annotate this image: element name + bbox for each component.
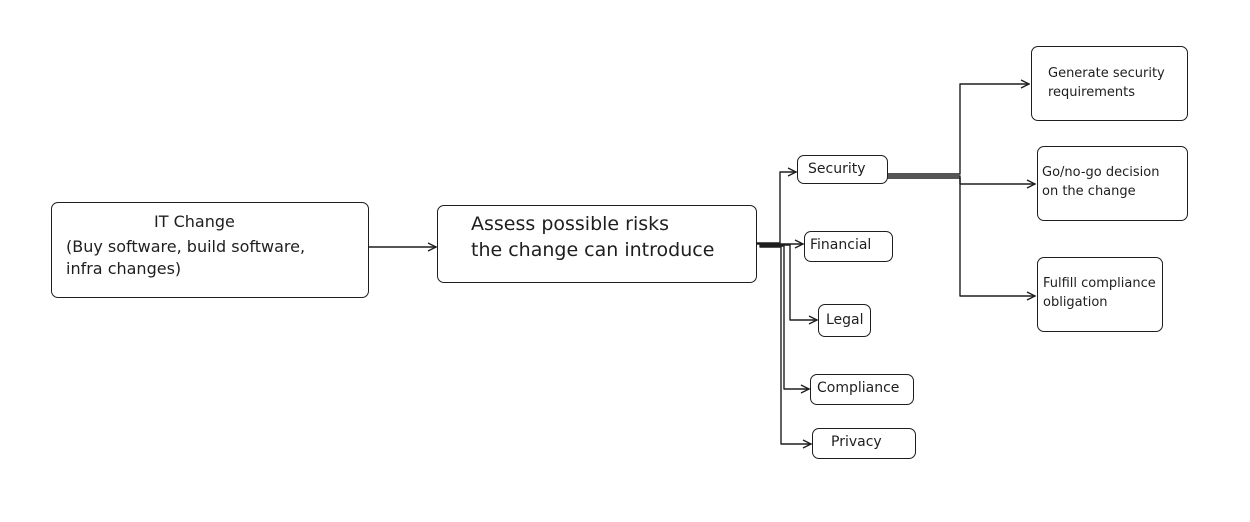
- privacy-label: Privacy: [831, 434, 882, 450]
- generate-requirements-node: [1031, 46, 1188, 121]
- assess-line-2: the change can introduce: [471, 239, 715, 261]
- arrow-security-to-generate: [887, 84, 1029, 175]
- arrow-assess-to-compliance: [759, 245, 809, 389]
- it-change-line-3: infra changes): [66, 259, 182, 278]
- arrow-assess-to-security: [756, 172, 796, 244]
- fulfill-line-1: Fulfill compliance: [1043, 276, 1156, 291]
- fulfill-line-2: obligation: [1043, 295, 1108, 310]
- arrow-assess-to-legal: [759, 244, 817, 320]
- go-no-go-line-1: Go/no-go decision: [1042, 165, 1160, 180]
- arrow-security-to-fulfill: [887, 177, 1035, 296]
- fulfill-compliance-node: [1037, 257, 1163, 332]
- it-change-title: IT Change: [154, 212, 235, 231]
- assess-risks-node: [437, 205, 757, 283]
- legal-label: Legal: [826, 312, 864, 328]
- financial-label: Financial: [810, 237, 872, 253]
- security-node: [797, 155, 888, 184]
- generate-line-2: requirements: [1048, 85, 1135, 100]
- it-change-line-2: (Buy software, build software,: [66, 237, 306, 256]
- go-no-go-line-2: on the change: [1042, 184, 1136, 199]
- privacy-node: [812, 428, 916, 459]
- security-label: Security: [808, 161, 866, 177]
- compliance-node: [810, 374, 914, 405]
- arrow-assess-to-privacy: [759, 246, 811, 444]
- compliance-label: Compliance: [817, 380, 900, 396]
- generate-line-1: Generate security: [1048, 66, 1165, 81]
- it-change-node: [51, 202, 369, 298]
- assess-line-1: Assess possible risks: [471, 213, 670, 235]
- go-no-go-node: [1037, 146, 1188, 221]
- legal-node: [818, 304, 871, 337]
- financial-node: [804, 231, 893, 262]
- arrow-security-to-gonogo: [887, 175, 1035, 184]
